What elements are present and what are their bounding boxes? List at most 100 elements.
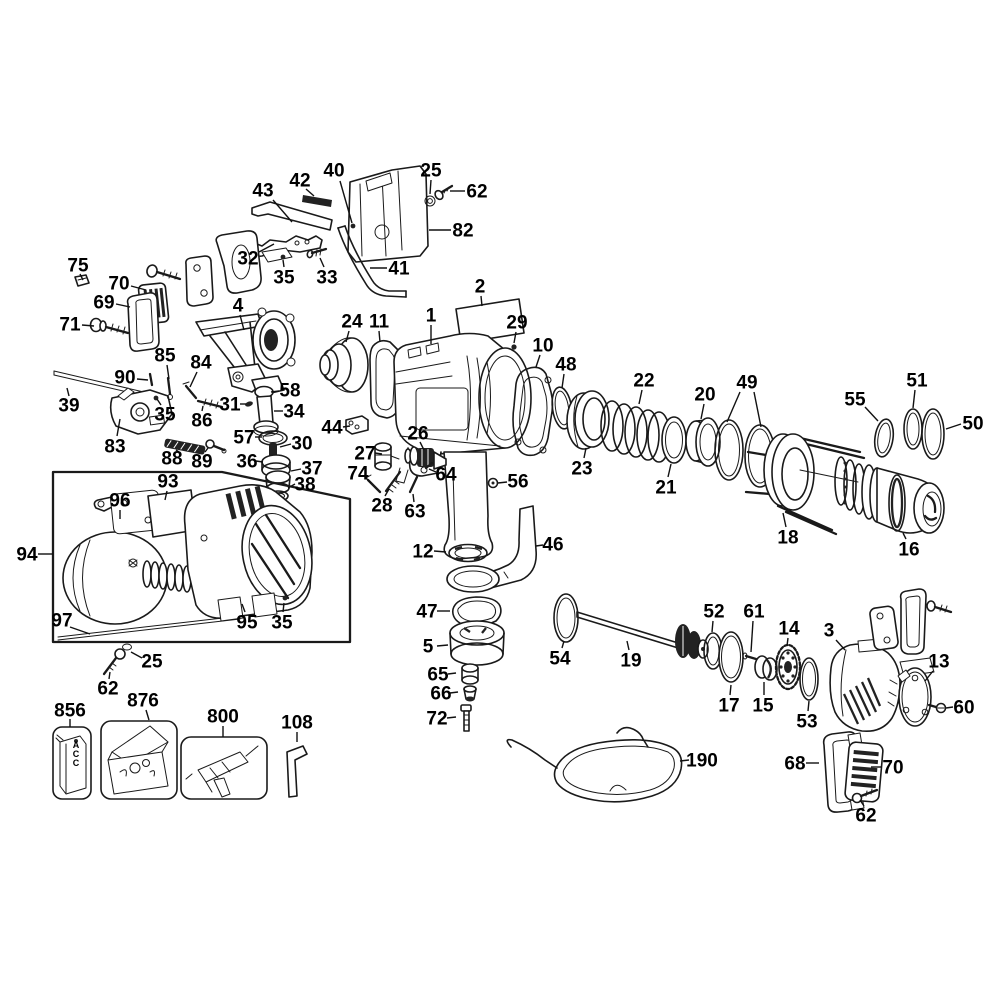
- part-108-hex-key: [286, 745, 308, 798]
- leader-line-90: [136, 378, 149, 381]
- leader-line-2: [480, 295, 483, 307]
- leader-line-35: [282, 259, 285, 268]
- leader-line-49: [753, 391, 762, 428]
- part-label-16: 16: [898, 540, 919, 561]
- leader-line-66: [449, 691, 459, 694]
- part-label-34: 34: [283, 402, 305, 423]
- leader-line-27: [374, 452, 383, 455]
- part-clip-plate-small: [185, 255, 214, 307]
- part-17-ring: [718, 631, 744, 683]
- part-18-cage: [744, 433, 866, 536]
- part-40-pin: [350, 223, 356, 229]
- leader-line-56: [497, 481, 508, 484]
- part-label-31: 31: [219, 395, 241, 416]
- part-label-74: 74: [347, 464, 369, 485]
- part-50-oring: [921, 408, 945, 460]
- leader-line-35: [156, 398, 162, 406]
- part-65-bushing: [461, 663, 479, 685]
- part-27-valve: [374, 442, 400, 471]
- part-62-deflector-screw: [851, 788, 879, 804]
- part-71-screw: [89, 317, 130, 335]
- part-label-18: 18: [777, 528, 798, 549]
- part-label-90: 90: [114, 368, 135, 389]
- leader-line-18: [782, 512, 787, 528]
- part-label-71: 71: [59, 315, 81, 336]
- part-label-54: 54: [549, 649, 571, 670]
- part-89-fitting: [205, 439, 227, 454]
- leader-line-37: [290, 468, 302, 472]
- leader-line-23: [583, 447, 587, 459]
- part-label-60: 60: [953, 698, 974, 719]
- part-label-83: 83: [104, 437, 125, 458]
- part-label-25: 25: [141, 652, 163, 673]
- leader-line-35: [282, 602, 285, 613]
- part-label-4: 4: [233, 296, 244, 317]
- part-label-48: 48: [555, 355, 576, 376]
- part-label-97: 97: [51, 611, 72, 632]
- part-856-acc-card: [52, 726, 92, 800]
- part-label-61: 61: [743, 602, 765, 623]
- part-90-pin: [148, 372, 154, 387]
- leader-line-54: [561, 640, 565, 649]
- part-label-40: 40: [323, 161, 344, 182]
- part-21-ring: [661, 416, 687, 464]
- leader-line-64: [428, 468, 437, 473]
- part-51-oring: [903, 408, 923, 450]
- leader-line-17: [729, 684, 732, 696]
- part-70-deflector-grille: [844, 741, 884, 803]
- part-label-95: 95: [236, 613, 258, 634]
- part-label-49: 49: [736, 373, 757, 394]
- part-1-main-housing: [393, 332, 532, 477]
- part-label-50: 50: [962, 414, 983, 435]
- part-86-pin: [196, 398, 224, 409]
- leader-line-20: [700, 403, 705, 420]
- part-label-21: 21: [655, 478, 677, 499]
- part-34-plunger: [253, 395, 279, 437]
- part-29-screw-dot: [511, 344, 517, 350]
- part-label-35: 35: [273, 268, 295, 289]
- leader-line-14: [786, 637, 789, 647]
- part-label-41: 41: [388, 259, 410, 280]
- part-label-26: 26: [407, 424, 428, 445]
- part-61-pin: [742, 652, 758, 661]
- leader-line-61: [750, 620, 754, 653]
- part-label-25: 25: [420, 161, 442, 182]
- part-12-lock-ring: [448, 543, 488, 563]
- part-22-spring: [600, 400, 671, 463]
- part-label-93: 93: [157, 472, 178, 493]
- part-label-35: 35: [271, 613, 293, 634]
- part-35-pin-dot: [280, 254, 286, 260]
- part-label-2: 2: [475, 277, 486, 298]
- part-label-39: 39: [58, 396, 79, 417]
- part-label-30: 30: [291, 434, 312, 455]
- part-label-108: 108: [281, 713, 313, 734]
- leader-line-38: [287, 483, 296, 489]
- part-57-oring: [258, 430, 288, 446]
- part-label-5: 5: [423, 637, 434, 658]
- part-42-pad: [302, 195, 332, 207]
- part-97-rod: [57, 615, 241, 641]
- part-label-72: 72: [426, 709, 447, 730]
- leader-line-93: [164, 490, 168, 501]
- leader-line-190: [679, 759, 690, 762]
- leader-line-32: [258, 243, 275, 253]
- part-label-29: 29: [506, 313, 527, 334]
- part-label-46: 46: [542, 535, 563, 556]
- part-label-38: 38: [294, 475, 315, 496]
- part-63-pin: [408, 475, 419, 494]
- leader-line-97: [69, 626, 91, 635]
- part-label-68: 68: [784, 754, 805, 775]
- part-clip-bracket-large: [215, 230, 262, 294]
- part-label-94: 94: [16, 545, 38, 566]
- part-label-85: 85: [154, 346, 176, 367]
- leader-line-876: [145, 709, 150, 721]
- part-label-52: 52: [703, 602, 724, 623]
- part-label-65: 65: [427, 665, 449, 686]
- leader-line-89: [204, 447, 209, 453]
- leader-line-4: [239, 314, 245, 331]
- part-94-motor-box: [51, 470, 352, 644]
- part-label-70: 70: [882, 758, 903, 779]
- part-66-bushing: [463, 685, 477, 702]
